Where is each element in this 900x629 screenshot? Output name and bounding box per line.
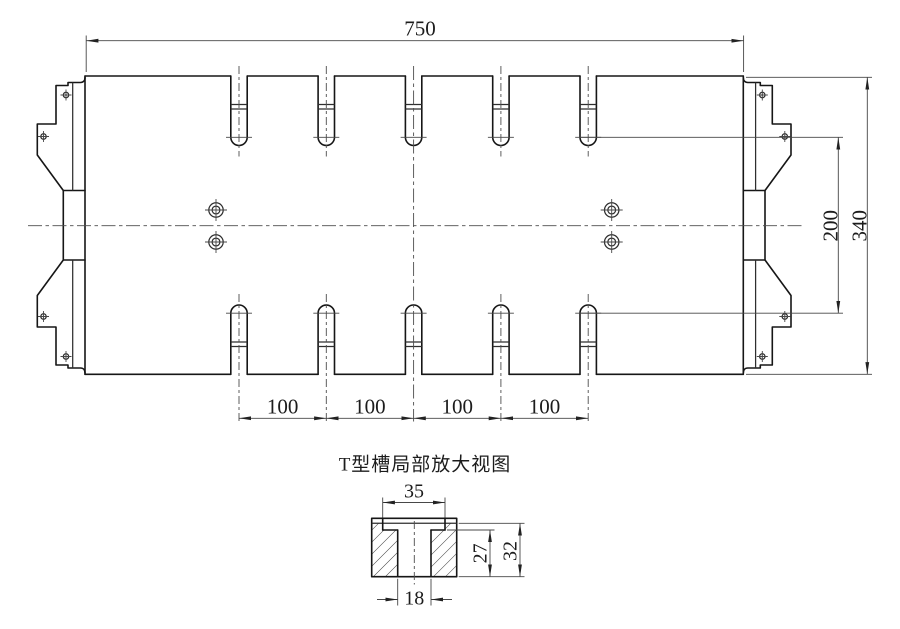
screw-hole-crosshair: [779, 131, 791, 142]
dim-slot-pitch-chain: 100 100 100 100: [238, 395, 589, 421]
dim-overall-height: 340: [746, 76, 872, 375]
hatch-left: [371, 523, 398, 577]
screw-hole-crosshair: [38, 131, 49, 142]
dim-27-label: 27: [470, 543, 492, 563]
screw-hole-crosshair: [779, 311, 791, 322]
screw-hole-crosshair: [60, 351, 72, 362]
tapped-hole-crosshair: [205, 199, 227, 221]
tapped-hole-crosshair: [600, 199, 623, 221]
detail-view-title: T型槽局部放大视图: [339, 454, 512, 476]
dim-35-label: 35: [404, 481, 424, 503]
dim-100-label-2: 100: [354, 395, 386, 419]
dim-340-label: 340: [848, 210, 872, 242]
tapped-hole-crosshair: [205, 231, 227, 253]
dim-200-label: 200: [818, 210, 842, 242]
dim-overall-width: 750: [85, 17, 745, 72]
detail-view: T型槽局部放大视图 35 27 32: [339, 454, 525, 610]
screw-hole-crosshair: [60, 89, 72, 101]
dim-32-label: 32: [500, 541, 522, 561]
main-view: [28, 66, 803, 422]
dim-100-label-3: 100: [441, 395, 473, 419]
dim-tslot-total-depth: 32: [458, 522, 525, 578]
dim-750-label: 750: [404, 17, 436, 41]
plate-features: [38, 66, 791, 422]
dim-100-label-1: 100: [267, 395, 299, 419]
tapped-hole-crosshair: [600, 231, 623, 253]
dim-slot-extent: 200: [580, 136, 843, 314]
screw-hole-crosshair: [756, 89, 768, 101]
dim-tslot-slot-width: 18: [377, 578, 452, 610]
screw-hole-crosshair: [38, 311, 49, 322]
dim-tslot-inner-depth: 27: [447, 529, 495, 577]
tslot-section: [370, 517, 458, 585]
hatch-right: [431, 523, 457, 577]
dim-100-label-4: 100: [529, 395, 561, 419]
screw-hole-crosshair: [756, 351, 768, 362]
dim-18-label: 18: [404, 588, 424, 610]
dim-tslot-flange-width: 35: [382, 481, 446, 518]
